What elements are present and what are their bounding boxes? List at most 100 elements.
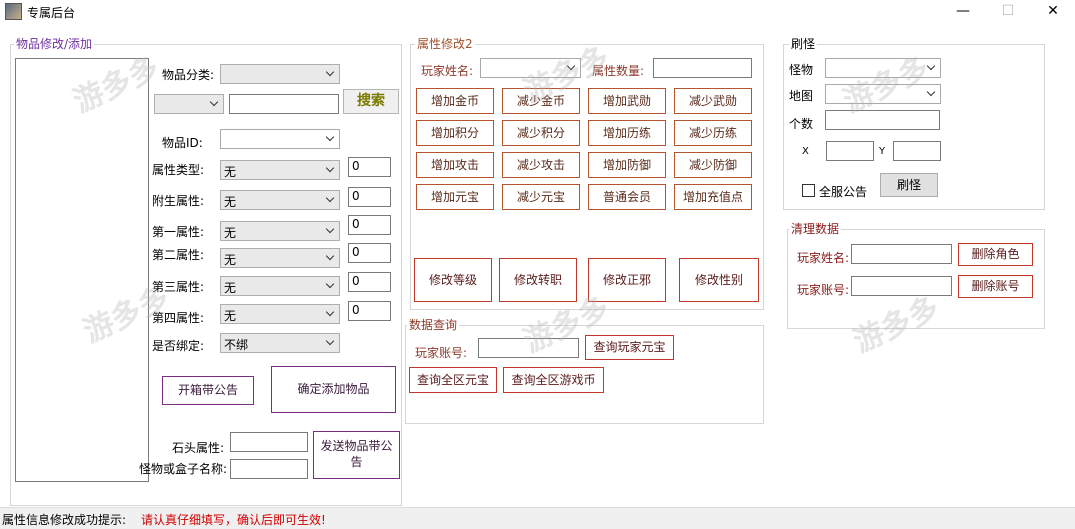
y-input[interactable]	[893, 141, 941, 161]
query-account-input[interactable]	[478, 338, 579, 358]
attr2-label: 第二属性:	[152, 248, 205, 262]
modify-alignment-button[interactable]: 修改正邪	[588, 258, 666, 302]
title-bar	[0, 0, 1075, 24]
item-id-select[interactable]	[220, 129, 340, 149]
attr-count-label: 属性数量:	[592, 64, 645, 78]
chevron-down-icon	[325, 133, 336, 144]
chevron-down-icon	[325, 194, 336, 205]
chevron-down-icon	[566, 62, 577, 73]
clean-data-group	[787, 229, 1045, 329]
extra-attr-number[interactable]: 0	[348, 187, 391, 207]
attr-type-select[interactable]: 无	[220, 160, 340, 180]
add-recharge-button[interactable]: 增加充值点	[674, 184, 752, 210]
sub-exp-button[interactable]: 减少历练	[674, 120, 752, 146]
sub-yuanbao-button[interactable]: 减少元宝	[502, 184, 580, 210]
add-points-button[interactable]: 增加积分	[416, 120, 494, 146]
chevron-down-icon	[325, 337, 336, 348]
close-button[interactable]: ✕	[1047, 3, 1059, 19]
attr1-select[interactable]: 无	[220, 221, 340, 241]
clean-data-group-label: 清理数据	[789, 222, 842, 236]
attr-count-input[interactable]	[653, 58, 752, 78]
modify-gender-button[interactable]: 修改性别	[679, 258, 759, 302]
category-select[interactable]	[220, 64, 340, 84]
monster-box-name-input[interactable]	[230, 459, 308, 479]
query-all-yuanbao-button[interactable]: 查询全区元宝	[409, 367, 497, 393]
monster-select[interactable]	[825, 58, 941, 78]
attr4-select[interactable]: 无	[220, 304, 340, 324]
bind-value: 不绑	[224, 338, 249, 352]
sub-merit-button[interactable]: 减少武勋	[674, 88, 752, 114]
query-player-yuanbao-button[interactable]: 查询玩家元宝	[585, 335, 674, 360]
search-input[interactable]	[229, 94, 339, 114]
item-edit-group	[10, 44, 402, 506]
count-label: 个数	[789, 117, 814, 131]
monster-spawn-group-label: 刷怪	[789, 37, 818, 51]
extra-attr-value: 无	[224, 195, 237, 209]
query-group	[405, 325, 764, 424]
window-title: 专属后台	[27, 6, 76, 20]
chevron-down-icon	[926, 62, 937, 73]
attr-type-value: 无	[224, 165, 237, 179]
query-account-label: 玩家账号:	[415, 346, 468, 360]
attr-edit-group	[410, 44, 764, 310]
announce-all-checkbox[interactable]	[802, 184, 815, 197]
add-gold-button[interactable]: 增加金币	[416, 88, 494, 114]
modify-level-button[interactable]: 修改等级	[414, 258, 492, 302]
confirm-add-item-button[interactable]: 确定添加物品	[271, 366, 396, 413]
attr4-number[interactable]: 0	[348, 301, 391, 321]
attr-player-name-select[interactable]	[480, 58, 581, 78]
sub-defense-button[interactable]: 减少防御	[674, 152, 752, 178]
bind-select[interactable]: 不绑	[220, 333, 340, 353]
monster-spawn-group	[783, 44, 1045, 210]
modify-job-button[interactable]: 修改转职	[499, 258, 577, 302]
extra-attr-label: 附生属性:	[152, 194, 205, 208]
add-merit-button[interactable]: 增加武勋	[588, 88, 666, 114]
delete-account-button[interactable]: 删除账号	[958, 275, 1033, 298]
clean-account-input[interactable]	[851, 276, 952, 296]
map-select[interactable]	[825, 84, 941, 104]
attr-type-number[interactable]: 0	[348, 157, 391, 177]
x-label: X	[802, 146, 809, 157]
minimize-button[interactable]: —	[956, 3, 970, 19]
x-input[interactable]	[826, 141, 874, 161]
announce-all-label: 全服公告	[819, 185, 868, 199]
box-announce-button[interactable]: 开箱带公告	[162, 376, 254, 405]
item-list[interactable]	[15, 58, 149, 482]
delete-role-button[interactable]: 删除角色	[958, 243, 1033, 266]
attr-player-name-label: 玩家姓名:	[421, 64, 474, 78]
clean-player-name-label: 玩家姓名:	[797, 251, 850, 265]
search-button[interactable]: 搜索	[343, 89, 399, 114]
spawn-monster-button[interactable]: 刷怪	[880, 173, 938, 197]
attr2-select[interactable]: 无	[220, 248, 340, 268]
monster-label: 怪物	[789, 63, 814, 77]
send-item-announce-button[interactable]: 发送物品带公告	[313, 431, 400, 479]
stone-attr-input[interactable]	[230, 432, 308, 452]
map-label: 地图	[789, 89, 814, 103]
query-all-coin-button[interactable]: 查询全区游戏币	[503, 367, 604, 393]
attr3-select[interactable]: 无	[220, 276, 340, 296]
sub-attack-button[interactable]: 减少攻击	[502, 152, 580, 178]
add-exp-button[interactable]: 增加历练	[588, 120, 666, 146]
attr2-number[interactable]: 0	[348, 243, 391, 263]
sub-points-button[interactable]: 减少积分	[502, 120, 580, 146]
maximize-button[interactable]: ☐	[1001, 3, 1015, 19]
attr-edit-group-label: 属性修改2	[415, 37, 475, 51]
attr1-label: 第一属性:	[152, 225, 205, 239]
attr4-label: 第四属性:	[152, 311, 205, 325]
add-defense-button[interactable]: 增加防御	[588, 152, 666, 178]
add-yuanbao-button[interactable]: 增加元宝	[416, 184, 494, 210]
clean-player-name-input[interactable]	[851, 244, 952, 264]
app-icon	[5, 3, 22, 20]
attr3-label: 第三属性:	[152, 280, 205, 294]
sub-gold-button[interactable]: 减少金币	[502, 88, 580, 114]
attr3-number[interactable]: 0	[348, 272, 391, 292]
item-id-label: 物品ID:	[162, 136, 203, 150]
attr2-value: 无	[224, 253, 237, 267]
chevron-down-icon	[325, 252, 336, 263]
normal-member-button[interactable]: 普通会员	[588, 184, 666, 210]
extra-attr-select[interactable]: 无	[220, 190, 340, 210]
add-attack-button[interactable]: 增加攻击	[416, 152, 494, 178]
attr1-number[interactable]: 0	[348, 215, 391, 235]
search-type-select[interactable]	[154, 94, 224, 114]
count-input[interactable]	[825, 110, 940, 130]
